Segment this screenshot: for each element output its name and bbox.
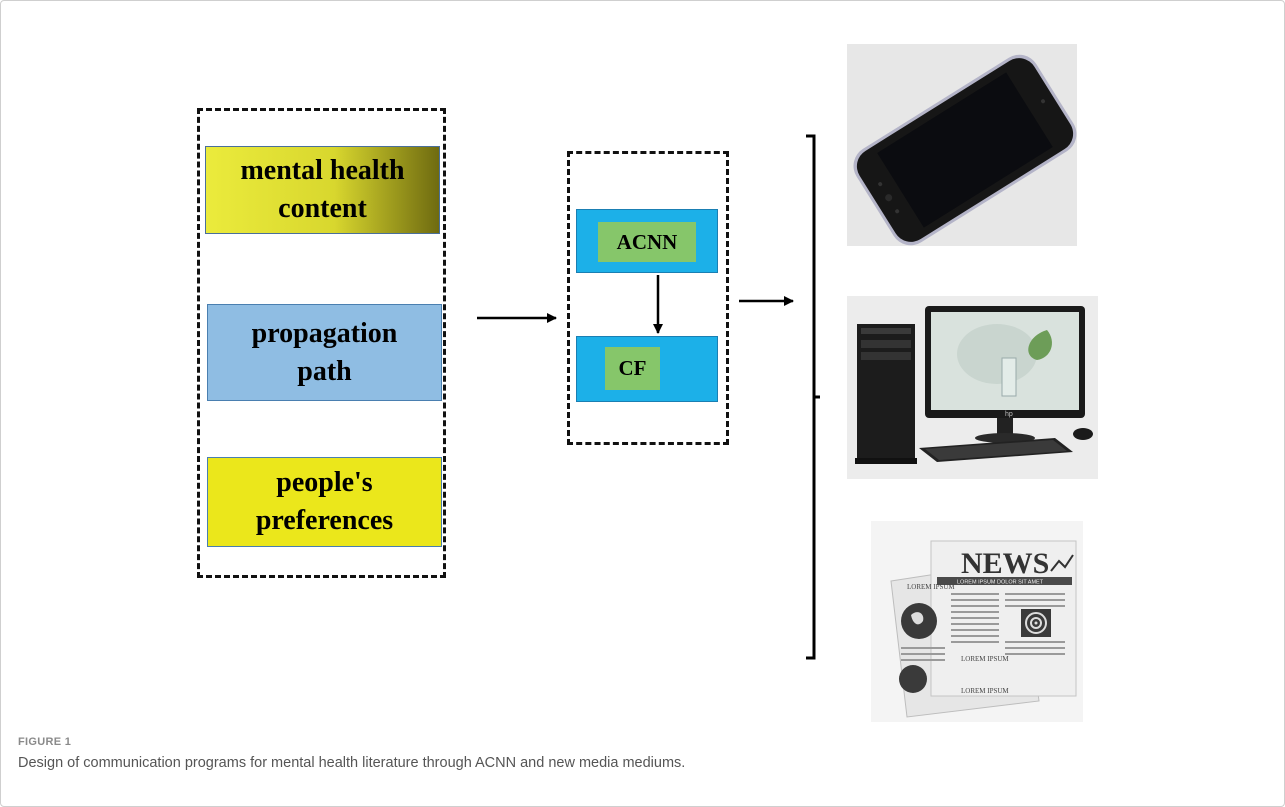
newspaper-column-title-1: LOREM IPSUM — [907, 583, 955, 591]
acnn-label-box: ACNN — [598, 222, 696, 262]
newspaper-subline: LOREM IPSUM DOLOR SIT AMET — [957, 580, 1044, 586]
peoples-preferences-line2: preferences — [255, 505, 394, 536]
desktop-computer-image: hp — [847, 296, 1098, 479]
smartphone-image — [847, 44, 1077, 246]
newspaper-headline: NEWS — [961, 547, 1049, 580]
newspaper-column-title-2: LOREM IPSUM — [961, 655, 1009, 663]
propagation-path-box: propagation path — [207, 304, 442, 401]
cf-label-box: CF — [605, 347, 660, 390]
peoples-preferences-line1: people's — [276, 467, 373, 498]
newspaper-image: NEWS LOREM IPSUM DOLOR SIT AMET LOREM IP… — [871, 521, 1083, 722]
propagation-path-line1: propagation — [251, 317, 398, 349]
figure-label: FIGURE 1 — [18, 736, 72, 748]
mental-health-content-line2: content — [278, 193, 367, 224]
model-group — [567, 151, 729, 445]
propagation-path-line2: path — [297, 355, 352, 387]
newspaper-column-title-3: LOREM IPSUM — [961, 687, 1009, 695]
monitor-brand-text: hp — [1005, 411, 1013, 418]
media-bracket — [806, 134, 820, 660]
mental-health-content-line1: mental health — [240, 155, 405, 186]
figure-caption: Design of communication programs for men… — [18, 755, 686, 771]
inputs-group — [197, 108, 446, 578]
peoples-preferences-box: people's preferences — [207, 457, 442, 547]
mental-health-content-box: mental health content — [205, 146, 440, 234]
